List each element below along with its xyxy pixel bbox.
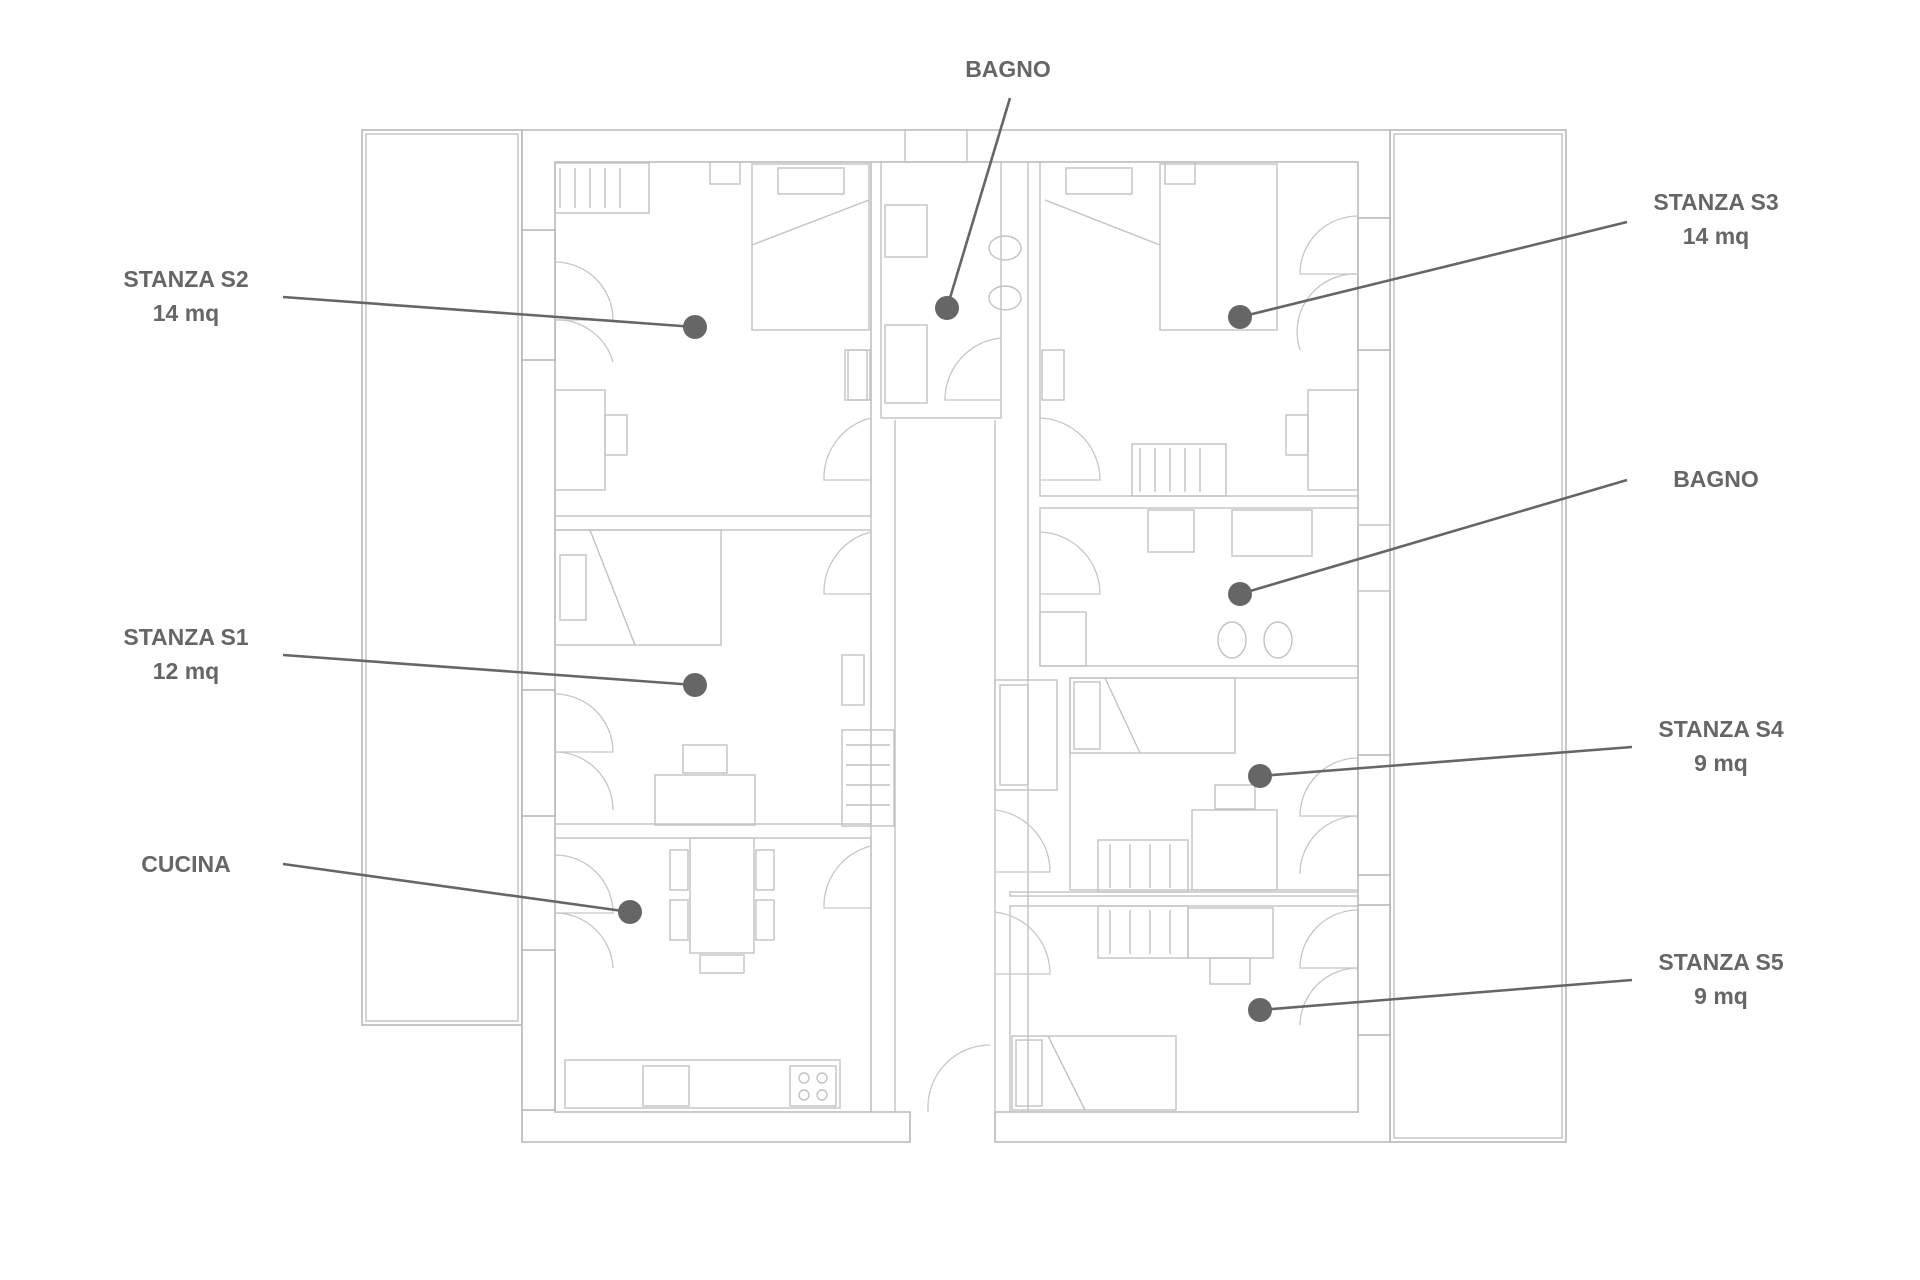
marker-s5 <box>1248 998 1272 1022</box>
marker-s2 <box>683 315 707 339</box>
label-stanza-s3: STANZA S3 14 mq <box>1586 185 1846 253</box>
leader-s2 <box>282 295 696 329</box>
marker-bagno-right <box>1228 582 1252 606</box>
leader-bagno-top <box>945 97 1012 309</box>
furniture <box>554 161 1359 1111</box>
terraces <box>361 129 1567 1143</box>
leader-s1 <box>282 653 696 687</box>
label-stanza-s3-title: STANZA S3 <box>1653 189 1779 215</box>
label-bagno-right-title: BAGNO <box>1673 466 1759 492</box>
leader-bagno-right <box>1239 478 1628 596</box>
label-stanza-s2: STANZA S2 14 mq <box>56 262 316 330</box>
label-stanza-s1-area: 12 mq <box>152 658 220 684</box>
label-bagno-right: BAGNO <box>1586 462 1846 496</box>
leader-s4 <box>1259 745 1633 778</box>
label-stanza-s1-title: STANZA S1 <box>123 624 249 650</box>
label-cucina-title: CUCINA <box>141 851 231 877</box>
marker-bagno-top <box>935 296 959 320</box>
doors <box>554 215 1359 1112</box>
label-bagno-top: BAGNO <box>878 52 1138 86</box>
label-stanza-s1: STANZA S1 12 mq <box>56 620 316 688</box>
marker-s1 <box>683 673 707 697</box>
leader-s5 <box>1259 978 1633 1012</box>
label-stanza-s4-title: STANZA S4 <box>1658 716 1784 742</box>
leader-cucina <box>282 862 631 914</box>
label-stanza-s3-area: 14 mq <box>1682 223 1750 249</box>
label-stanza-s5-title: STANZA S5 <box>1658 949 1784 975</box>
label-stanza-s2-area: 14 mq <box>152 300 220 326</box>
marker-s3 <box>1228 305 1252 329</box>
marker-s4 <box>1248 764 1272 788</box>
label-stanza-s5: STANZA S5 9 mq <box>1591 945 1851 1013</box>
leader-s3 <box>1239 220 1628 319</box>
callout-leaders <box>282 97 1633 1022</box>
label-stanza-s5-area: 9 mq <box>1694 983 1748 1009</box>
label-cucina: CUCINA <box>56 847 316 881</box>
marker-cucina <box>618 900 642 924</box>
label-stanza-s4-area: 9 mq <box>1694 750 1748 776</box>
label-stanza-s4: STANZA S4 9 mq <box>1591 712 1851 780</box>
label-bagno-top-title: BAGNO <box>965 56 1051 82</box>
label-stanza-s2-title: STANZA S2 <box>123 266 249 292</box>
